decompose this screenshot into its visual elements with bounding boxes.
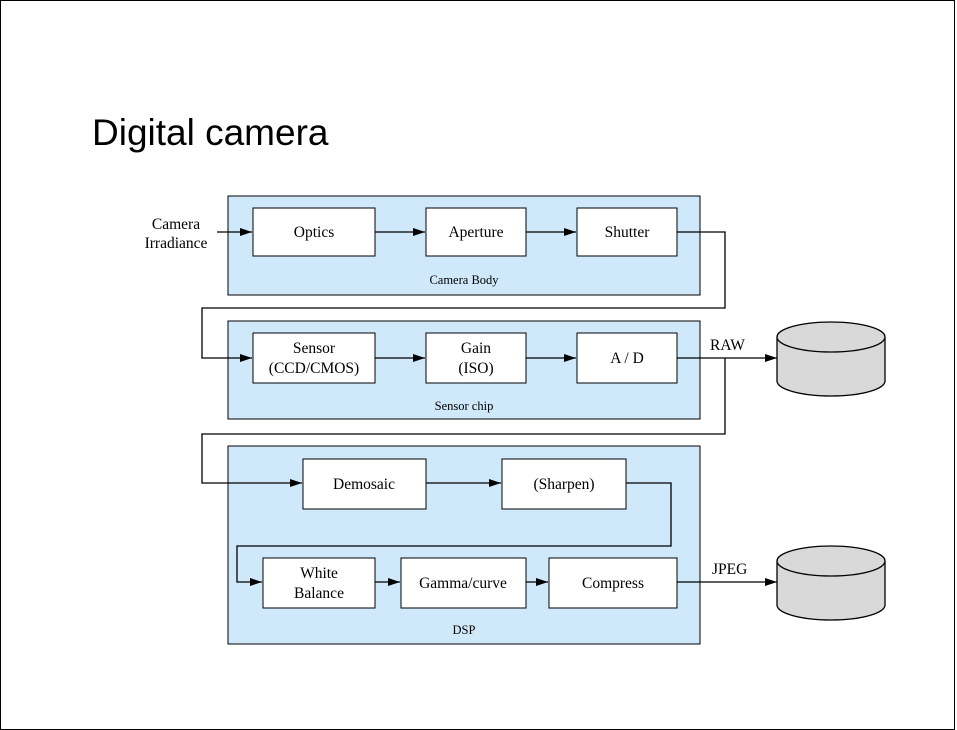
sensor-label-line1: Sensor bbox=[293, 340, 336, 357]
dsp-label: DSP bbox=[453, 623, 476, 637]
white-balance-box bbox=[262, 557, 376, 609]
input-label-line2: Irradiance bbox=[145, 235, 208, 252]
arrow-sharpen-whitebalance bbox=[236, 482, 672, 586]
ad-label: A / D bbox=[610, 350, 644, 367]
gain-label-line1: Gain bbox=[461, 340, 491, 357]
compress-box bbox=[548, 557, 678, 609]
gamma-box bbox=[400, 557, 527, 609]
dsp-group bbox=[227, 445, 701, 645]
jpeg-output-label: JPEG bbox=[712, 561, 747, 578]
optics-label: Optics bbox=[294, 224, 334, 241]
sharpen-box bbox=[501, 458, 627, 510]
jpeg-storage-cylinder-icon bbox=[776, 545, 886, 621]
sensor-chip-label: Sensor chip bbox=[435, 399, 494, 413]
demosaic-label: Demosaic bbox=[333, 476, 395, 493]
aperture-box bbox=[425, 207, 527, 257]
shutter-box bbox=[576, 207, 678, 257]
arrow-shutter-sensor bbox=[201, 231, 726, 362]
compress-label: Compress bbox=[582, 575, 644, 592]
gain-box bbox=[425, 332, 527, 384]
sensor-label-line2: (CCD/CMOS) bbox=[269, 360, 359, 377]
sharpen-label: (Sharpen) bbox=[533, 476, 594, 493]
white-balance-label-line2: Balance bbox=[294, 585, 344, 602]
aperture-label: Aperture bbox=[448, 224, 503, 241]
optics-box bbox=[252, 207, 376, 257]
gain-label-line2: (ISO) bbox=[458, 360, 493, 377]
arrow-ad-demosaic bbox=[201, 358, 726, 487]
ad-box bbox=[576, 332, 678, 384]
camera-body-label: Camera Body bbox=[429, 273, 499, 287]
shutter-label: Shutter bbox=[605, 224, 651, 241]
gamma-label: Gamma/curve bbox=[419, 575, 507, 592]
demosaic-box bbox=[302, 458, 427, 510]
slide-title: Digital camera bbox=[92, 112, 329, 153]
raw-storage-cylinder-icon bbox=[776, 321, 886, 397]
input-label-line1: Camera bbox=[152, 216, 200, 233]
sensor-box bbox=[252, 332, 376, 384]
white-balance-label-line1: White bbox=[300, 565, 338, 582]
raw-output-label: RAW bbox=[710, 337, 745, 354]
